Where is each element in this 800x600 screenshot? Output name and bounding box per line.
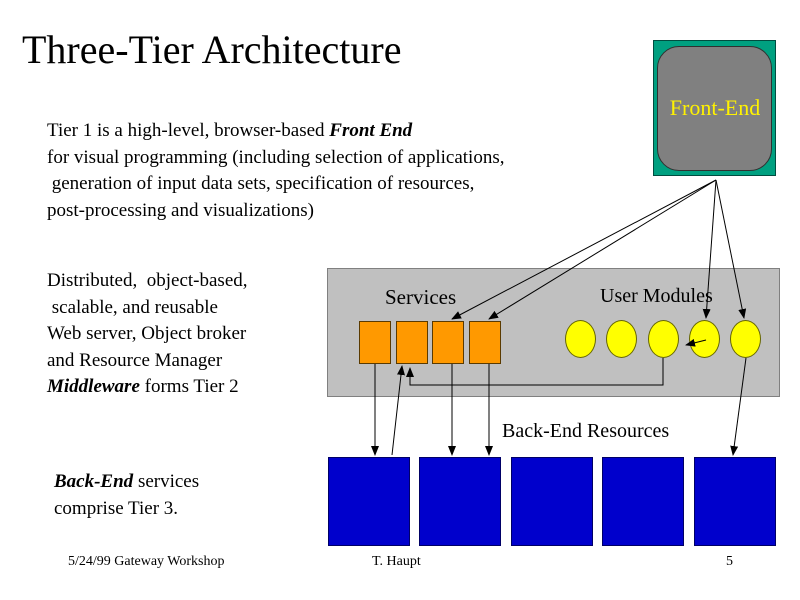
- backend-resources-label: Back-End Resources: [502, 420, 670, 442]
- tier3-description: Back-End services comprise Tier 3.: [54, 469, 199, 522]
- backend-resource-box: [419, 457, 501, 546]
- tier3-line: comprise Tier 3.: [54, 497, 179, 519]
- user-module: [565, 320, 596, 358]
- backend-resource-box: [694, 457, 776, 546]
- tier2-line: Web server, Object broker: [47, 323, 247, 344]
- tier1-line: post-processing and visualizations): [47, 199, 315, 221]
- arrow-module-to-service: [406, 358, 664, 386]
- front-end-emphasis: Front End: [329, 120, 413, 141]
- front-end-label: Front-End: [669, 95, 761, 120]
- arrow-frontend-to-service: [451, 179, 717, 320]
- page-number: 5: [726, 554, 733, 569]
- arrow-frontend-to-module: [702, 179, 717, 319]
- tier2-line: and Resource Manager: [47, 349, 223, 371]
- user-module: [648, 320, 679, 358]
- arrow-module-to-backend: [730, 357, 747, 456]
- front-end-screen: [657, 46, 772, 171]
- tier2-description: Distributed, object-based, scalable, and…: [47, 268, 248, 401]
- service-box: [432, 321, 464, 364]
- tier2-line: Distributed, object-based,: [47, 270, 248, 291]
- footer-author: T. Haupt: [372, 554, 421, 569]
- tier1-line: Tier 1 is a high-level, browser-based Fr…: [47, 120, 413, 141]
- tier2-line: Middleware forms Tier 2: [47, 376, 239, 397]
- middleware-emphasis: Middleware: [47, 376, 140, 397]
- tier1-line: for visual programming (including select…: [47, 146, 505, 168]
- service-box: [469, 321, 501, 364]
- user-modules-label: User Modules: [600, 285, 713, 307]
- arrow-frontend-to-module: [715, 179, 747, 319]
- arrow-frontend-to-service: [488, 179, 717, 320]
- backend-resource-box: [602, 457, 684, 546]
- tier2-line: scalable, and reusable: [47, 296, 218, 318]
- backend-resource-box: [328, 457, 410, 546]
- services-label: Services: [385, 285, 457, 309]
- tier3-line: Back-End services: [54, 471, 200, 492]
- service-box: [396, 321, 428, 364]
- back-end-emphasis: Back-End: [54, 471, 134, 492]
- tier1-description: Tier 1 is a high-level, browser-based Fr…: [47, 118, 504, 224]
- user-module: [606, 320, 637, 358]
- backend-resource-box: [511, 457, 593, 546]
- arrow-backend-to-service: [391, 365, 405, 456]
- arrow-module-to-module: [685, 338, 707, 347]
- service-box: [359, 321, 391, 364]
- footer-date: 5/24/99 Gateway Workshop: [68, 554, 225, 569]
- tier1-line: generation of input data sets, specifica…: [47, 173, 475, 194]
- user-module: [730, 320, 761, 358]
- page-title: Three-Tier Architecture: [22, 27, 402, 72]
